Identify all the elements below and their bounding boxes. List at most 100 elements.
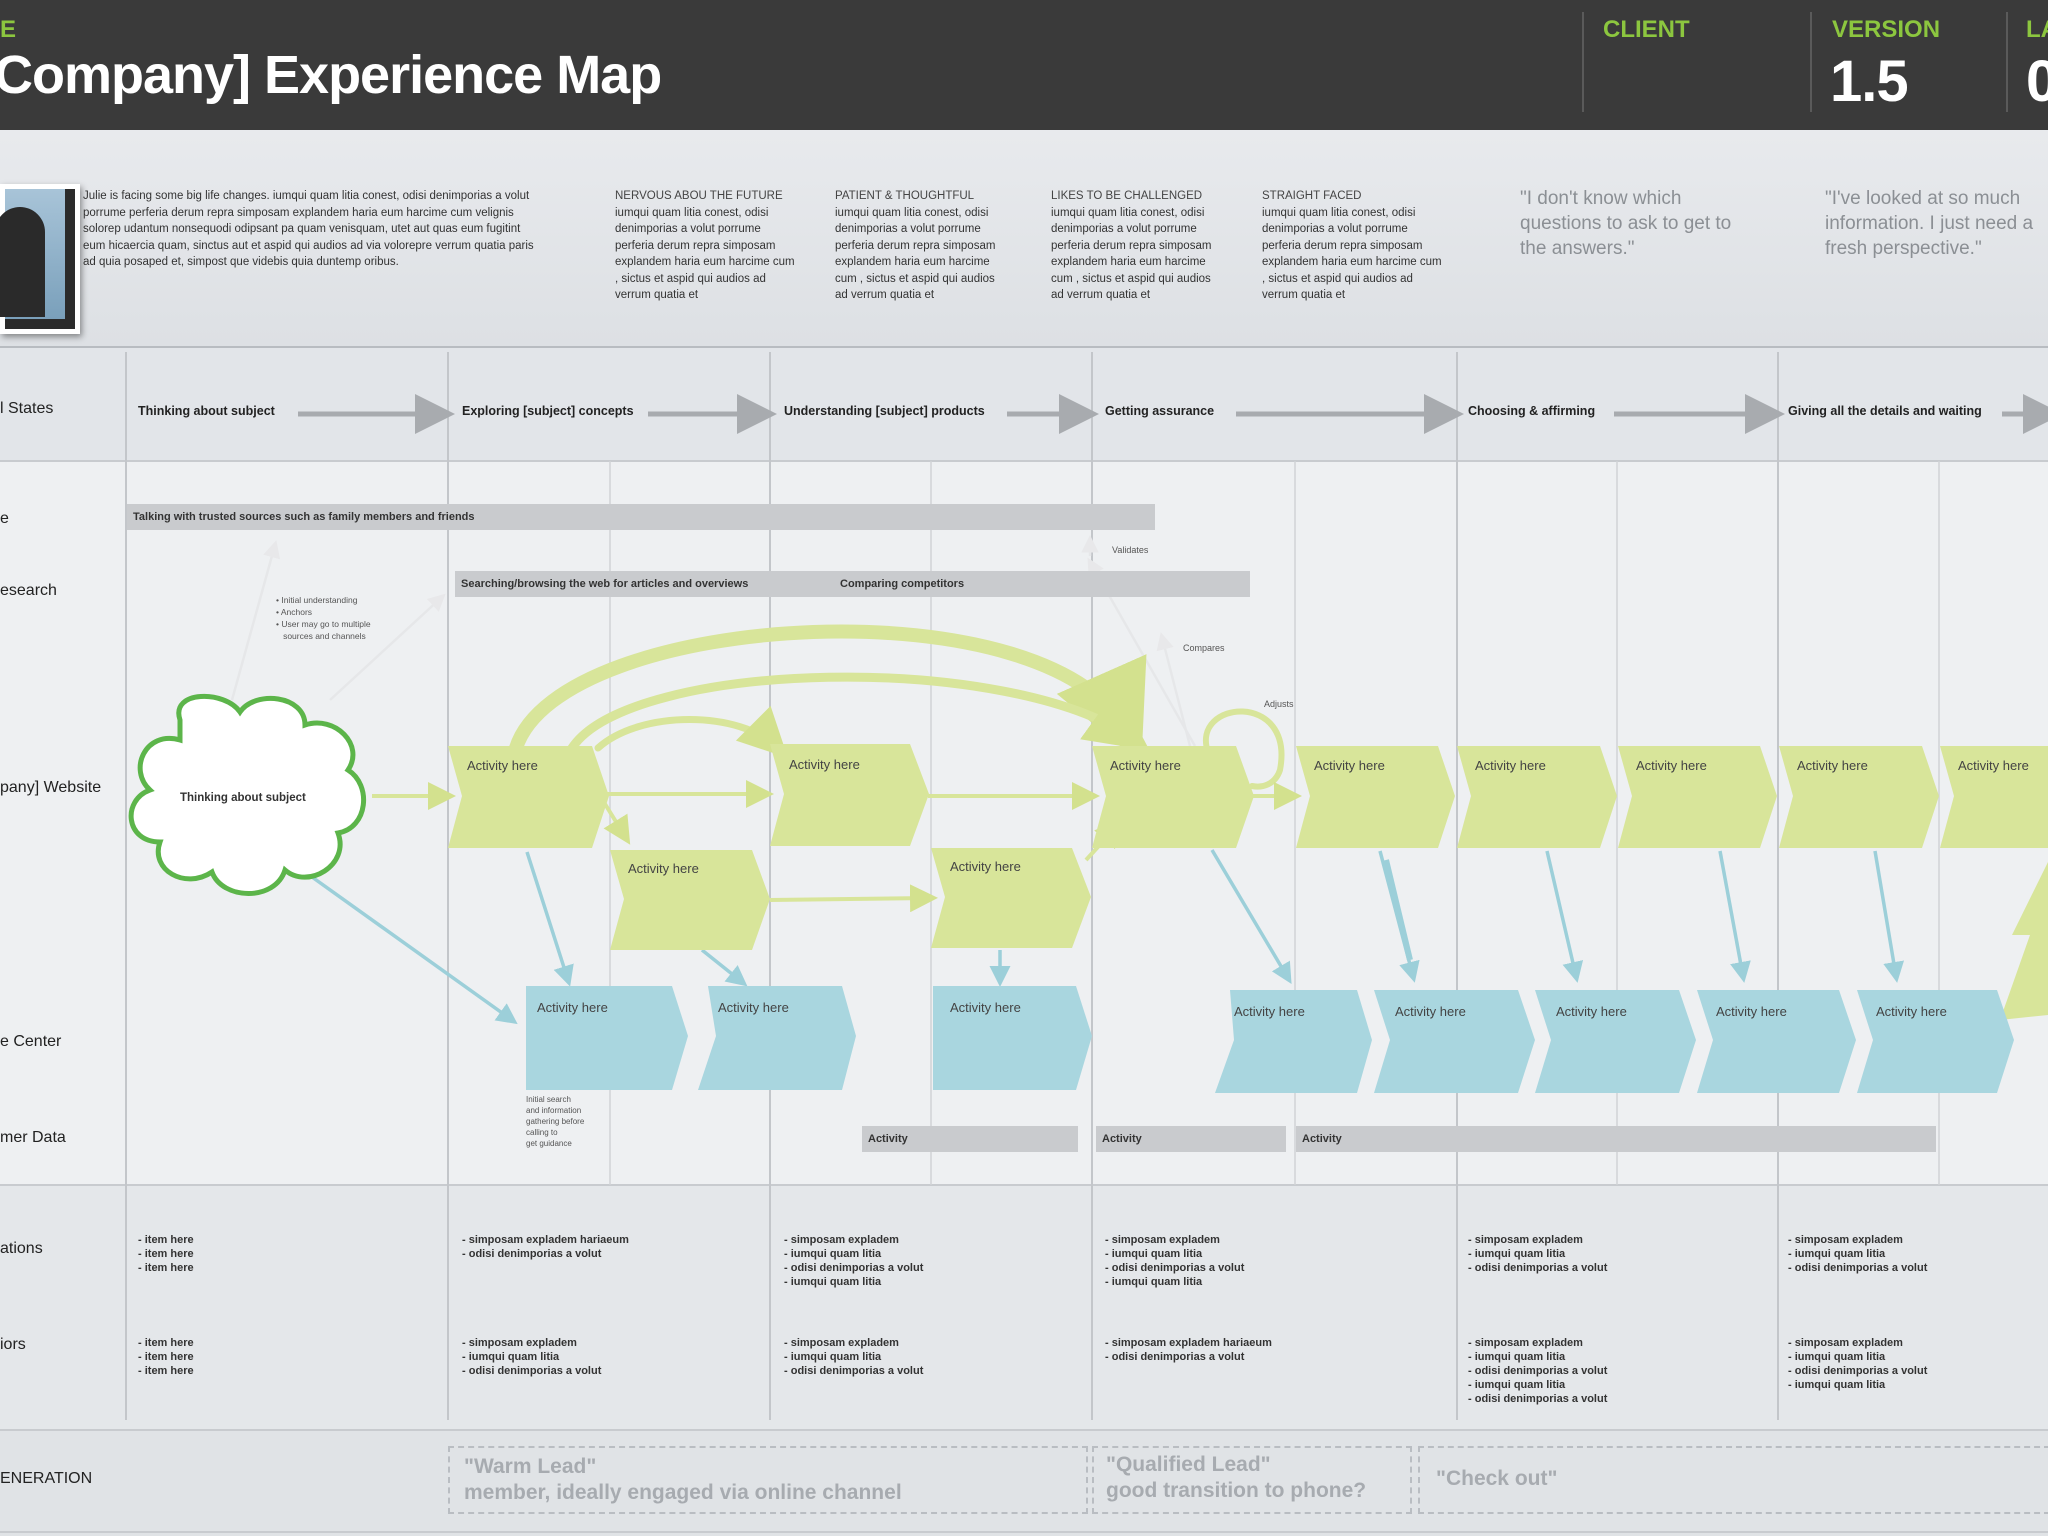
activity-label: Activity here [1716,1004,1787,1019]
persona-panel: Julie is facing some big life changes. i… [0,130,2048,348]
motivation-list: - item here - item here - item here [138,1234,194,1274]
activity-label: Activity here [537,1000,608,1015]
trait-body: iumqui quam litia conest, odisi denimpor… [1262,206,1442,302]
qualified-lead-subtitle: good transition to phone? [1106,1479,1367,1502]
cloud-label: Thinking about subject [180,792,306,804]
activity-label: Activity here [467,758,538,773]
behavior-list: - simposam expladem - iumqui quam litia … [784,1337,924,1377]
last-label: LA [2026,16,2048,43]
row-label-behaviors: iors [0,1336,26,1353]
row-label-people: e [0,510,9,527]
activity-label: Activity here [718,1000,789,1015]
stage-label: Giving all the details and waiting [1788,404,1982,418]
row-label-states: l States [0,400,54,417]
activity-label: Activity here [1876,1004,1947,1019]
bar-comparing: Comparing competitors [834,571,1250,597]
activity-label: Activity here [1475,758,1546,773]
note-validates: Validates [1112,545,1149,555]
activity-label: Activity here [1958,758,2029,773]
bar-activity: Activity [1296,1126,1936,1152]
persona-trait: STRAIGHT FACED iumqui quam litia conest,… [1262,188,1447,304]
version-value: 1.5 [1830,49,1909,114]
stage-label: Thinking about subject [138,404,275,418]
qualified-lead-title: "Qualified Lead" [1106,1453,1271,1476]
checkout-title: "Check out" [1436,1467,1558,1490]
activity-label: Activity here [1636,758,1707,773]
behavior-list: - item here - item here - item here [138,1337,194,1377]
activity-label: Activity here [1395,1004,1466,1019]
page-title: Company] Experience Map [0,45,662,105]
bar-activity: Activity [862,1126,1078,1152]
activity-label: Activity here [950,1000,1021,1015]
version-label: VERSION [1832,16,1941,43]
persona-description: Julie is facing some big life changes. i… [83,190,534,268]
activity-label: Activity here [950,859,1021,874]
behavior-list: - simposam expladem - iumqui quam litia … [1788,1337,1928,1391]
note-initial: • Initial understanding • Anchors • User… [276,595,371,641]
bar-trusted-sources: Talking with trusted sources such as fam… [127,504,1155,530]
title-label: E [0,16,17,43]
stage-label: Understanding [subject] products [784,404,985,418]
note-initial-search: Initial search and information gathering… [526,1095,585,1148]
warm-lead-box [448,1446,1088,1514]
row-label-center: e Center [0,1033,62,1050]
note-compares: Compares [1183,643,1225,653]
activity-label: Activity here [1556,1004,1627,1019]
trait-body: iumqui quam litia conest, odisi denimpor… [1051,206,1212,302]
motivation-list: - simposam expladem - iumqui quam litia … [1468,1234,1608,1274]
persona-silhouette-icon [0,207,45,317]
trait-body: iumqui quam litia conest, odisi denimpor… [835,206,996,302]
warm-lead-title: "Warm Lead" [464,1455,597,1478]
activity-label: Activity here [628,861,699,876]
header-divider [1582,12,1584,112]
bar-searching: Searching/browsing the web for articles … [455,571,835,597]
client-label: CLIENT [1603,16,1690,43]
persona-trait: NERVOUS ABOU THE FUTURE iumqui quam liti… [615,188,800,304]
trait-body: iumqui quam litia conest, odisi denimpor… [615,206,795,302]
persona-avatar [0,184,80,334]
row-label-website: pany] Website [0,779,102,796]
row-label-generation: ENERATION [0,1470,93,1487]
stage-label: Choosing & affirming [1468,404,1596,418]
stage-label: Getting assurance [1105,404,1215,418]
header-divider [1810,12,1812,112]
activity-label: Activity here [1797,758,1868,773]
motivation-list: - simposam expladem - iumqui quam litia … [784,1234,924,1288]
activity-label: Activity here [789,757,860,772]
motivation-list: - simposam expladem - iumqui quam litia … [1105,1234,1245,1288]
behavior-list: - simposam expladem hariaeum - odisi den… [1105,1337,1272,1363]
stage-label: Exploring [subject] concepts [462,404,634,418]
motivations-band [0,1185,2048,1430]
trait-title: LIKES TO BE CHALLENGED [1051,190,1203,202]
header-bar: E Company] Experience Map CLIENT VERSION… [0,0,2048,130]
last-value: 0 [2026,49,2048,114]
trait-title: STRAIGHT FACED [1262,190,1362,202]
row-label-customer-data: mer Data [0,1129,66,1146]
behavior-list: - simposam expladem - iumqui quam litia … [462,1337,602,1377]
motivation-list: - simposam expladem - iumqui quam litia … [1788,1234,1928,1274]
note-adjusts: Adjusts [1264,699,1294,709]
behavior-list: - simposam expladem - iumqui quam litia … [1468,1337,1608,1405]
states-row-band [0,348,2048,461]
website-activities [448,744,2048,950]
persona-quote: "I've looked at so much information. I j… [1825,188,2034,259]
thought-cloud [128,693,367,896]
checkout-box [1418,1446,2048,1514]
row-label-research: esearch [0,582,57,599]
row-label-motivations: ations [0,1240,43,1257]
activity-label: Activity here [1110,758,1181,773]
qualified-lead-box [1092,1446,1412,1514]
warm-lead-subtitle: member, ideally engaged via online chann… [464,1481,902,1504]
header-divider [2006,12,2008,112]
activity-label: Activity here [1234,1004,1305,1019]
trait-title: PATIENT & THOUGHTFUL [835,190,975,202]
motivation-list: - simposam expladem hariaeum - odisi den… [462,1234,629,1260]
activity-label: Activity here [1314,758,1385,773]
persona-trait: LIKES TO BE CHALLENGED iumqui quam litia… [1051,188,1221,304]
trait-title: NERVOUS ABOU THE FUTURE [615,190,783,202]
persona-trait: PATIENT & THOUGHTFUL iumqui quam litia c… [835,188,1005,304]
persona-quote: "I don't know which questions to ask to … [1520,188,1732,259]
bar-activity: Activity [1096,1126,1286,1152]
center-activities [526,986,2014,1093]
